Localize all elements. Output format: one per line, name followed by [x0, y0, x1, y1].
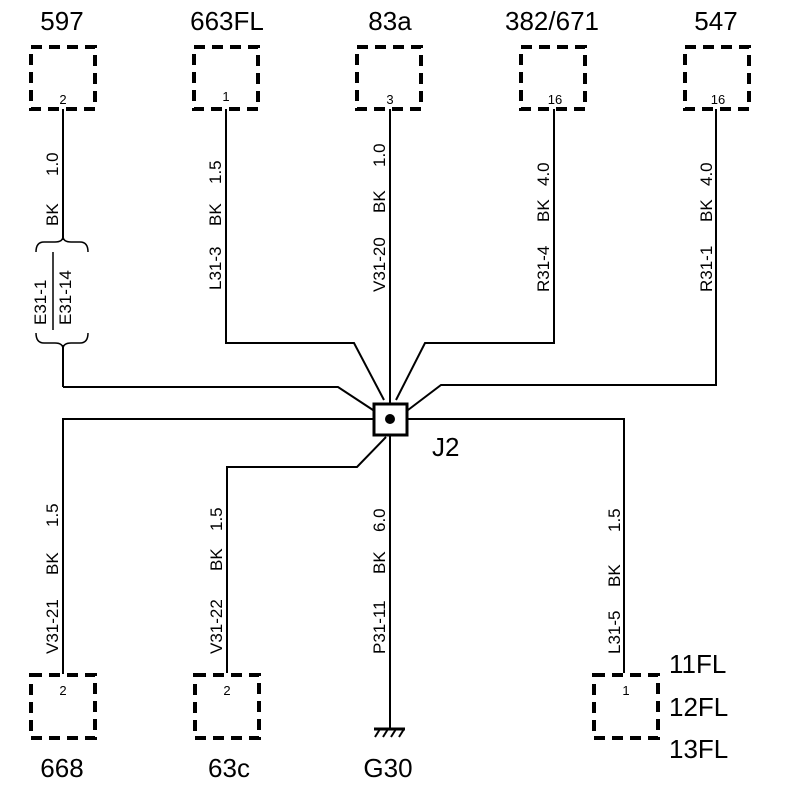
wire-gauge-label: 4.0 — [534, 162, 553, 186]
pin-label: 2 — [223, 683, 230, 698]
pin-label: 1 — [222, 89, 229, 104]
connector-label: 663FL — [190, 6, 264, 36]
wire-circuit-label: P31-11 — [370, 600, 389, 654]
connector-label: 13FL — [669, 734, 728, 764]
connector-597: 597 2 — [29, 6, 97, 111]
connector-box — [29, 45, 97, 111]
ground-icon — [374, 727, 405, 738]
pin-label: 2 — [59, 683, 66, 698]
wire-circuit-label: V31-20 — [370, 237, 389, 292]
pin-label: 16 — [548, 92, 562, 107]
wire-gauge-label: 1.0 — [370, 143, 389, 167]
connector-label: 547 — [694, 6, 737, 36]
wire-circuit-label: E31-1 — [31, 280, 50, 325]
connector-box — [519, 45, 587, 111]
splice-label: J2 — [432, 432, 459, 462]
wire-gauge-label: 1.5 — [206, 160, 225, 184]
wire-gauge-label: 6.0 — [370, 508, 389, 532]
wire-r31-4: R31-4 BK 4.0 — [395, 109, 555, 401]
wire-gauge-label: 4.0 — [697, 162, 716, 186]
wire-color-label: BK — [605, 564, 624, 587]
wire-color-label: BK — [370, 551, 389, 574]
wire-gauge-label: 1.5 — [43, 503, 62, 527]
connector-box — [29, 673, 97, 740]
connector-box — [192, 45, 260, 111]
connector-box — [355, 45, 423, 111]
brace-bottom — [35, 332, 89, 350]
connector-label: 63c — [208, 753, 250, 783]
connector-box — [193, 673, 261, 740]
connector-label: 597 — [40, 6, 83, 36]
splice-j2: J2 — [372, 402, 459, 462]
wire-gauge-label: 1.5 — [605, 508, 624, 532]
wire-circuit-label: L31-3 — [206, 247, 225, 290]
connector-668: 2 668 — [29, 673, 97, 783]
connector-label: 11FL — [669, 649, 726, 679]
wire-circuit-label: R31-4 — [534, 246, 553, 292]
pin-label: 3 — [386, 92, 393, 107]
wire-color-label: BK — [697, 199, 716, 222]
wire-v31-21: V31-21 BK 1.5 — [43, 418, 374, 674]
pin-label: 16 — [711, 92, 725, 107]
pin-label: 2 — [59, 92, 66, 107]
ground-g30: G30 — [363, 727, 413, 783]
brace-top — [35, 235, 89, 253]
connector-box — [592, 673, 660, 740]
connector-63c: 2 63c — [193, 673, 261, 783]
wire-color-label: BK — [534, 199, 553, 222]
wire-l31-3: L31-3 BK 1.5 — [206, 109, 385, 401]
wire-p31-11: P31-11 BK 6.0 — [370, 435, 391, 729]
connector-label: 12FL — [669, 692, 728, 722]
wire-e31: BK 1.0 E31-1 E31-14 — [31, 109, 377, 413]
pin-label: 1 — [622, 683, 629, 698]
wire-color-label: BK — [206, 203, 225, 226]
connector-11fl-12fl-13fl: 1 11FL 12FL 13FL — [592, 649, 728, 764]
wire-v31-22: V31-22 BK 1.5 — [207, 436, 387, 673]
wire-color-label: BK — [207, 548, 226, 571]
splice-dot — [385, 414, 395, 424]
connector-label: 83a — [368, 6, 412, 36]
ground-label: G30 — [363, 753, 412, 783]
wire-color-label: BK — [43, 552, 62, 575]
connector-382-671: 382/671 16 — [505, 6, 599, 111]
wire-l31-5: L31-5 BK 1.5 — [407, 418, 625, 673]
connector-83a: 83a 3 — [355, 6, 423, 111]
connector-box — [683, 45, 751, 111]
connector-663fl: 663FL 1 — [190, 6, 264, 111]
wire-color-label: BK — [370, 190, 389, 213]
wire-circuit-label: V31-21 — [43, 599, 62, 654]
wire-gauge-label: 1.5 — [207, 507, 226, 531]
wire-circuit-label: L31-5 — [605, 611, 624, 654]
connector-label: 668 — [40, 753, 83, 783]
wire-gauge-label: 1.0 — [43, 152, 62, 176]
wire-circuit-label: E31-14 — [56, 270, 75, 325]
wire-r31-1: R31-1 BK 4.0 — [407, 109, 717, 411]
wire-color-label: BK — [43, 203, 62, 226]
wire-circuit-label: R31-1 — [697, 246, 716, 292]
wire-circuit-label: V31-22 — [207, 599, 226, 654]
connector-label: 382/671 — [505, 6, 599, 36]
wire-v31-20: V31-20 BK 1.0 — [370, 109, 391, 405]
connector-547: 547 16 — [683, 6, 751, 111]
